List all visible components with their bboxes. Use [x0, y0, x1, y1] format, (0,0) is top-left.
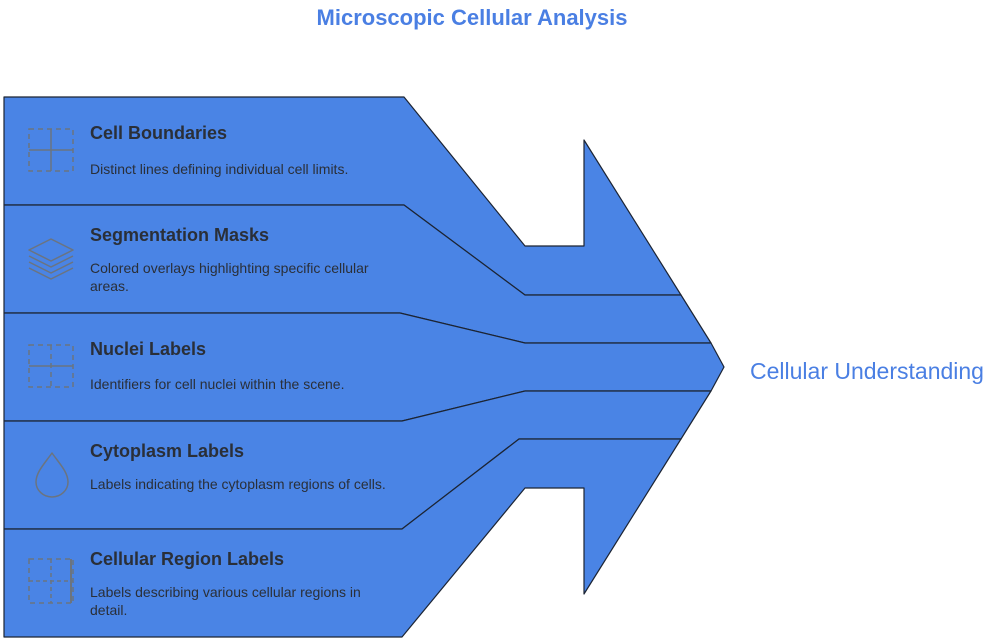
item-title-cytoplasm-labels: Cytoplasm Labels [90, 441, 245, 461]
item-title-cellular-region-labels: Cellular Region Labels [90, 549, 285, 569]
item-title-cell-boundaries: Cell Boundaries [90, 123, 228, 143]
grid-dashed-icon [28, 128, 74, 172]
item-desc-nuclei-labels: Identifiers for cell nuclei within the s… [90, 376, 345, 392]
item-title-segmentation-masks: Segmentation Masks [90, 225, 270, 245]
item-desc-cellular-region-labels: Labels describing various cellular regio… [90, 584, 361, 618]
outcome-label: Cellular Understanding [750, 358, 984, 384]
table-dashed-icon [28, 344, 74, 388]
item-title-nuclei-labels: Nuclei Labels [90, 339, 207, 359]
layout-dashed-icon [28, 558, 74, 604]
droplet-icon [35, 452, 69, 498]
layers-icon [28, 238, 74, 280]
band-cellular-region-labels [3, 438, 682, 638]
item-desc-segmentation-masks: Colored overlays highlighting specific c… [90, 260, 369, 294]
item-desc-cell-boundaries: Distinct lines defining individual cell … [90, 161, 349, 177]
item-desc-cytoplasm-labels: Labels indicating the cytoplasm regions … [90, 476, 386, 492]
diagram-title: Microscopic Cellular Analysis [316, 5, 628, 30]
